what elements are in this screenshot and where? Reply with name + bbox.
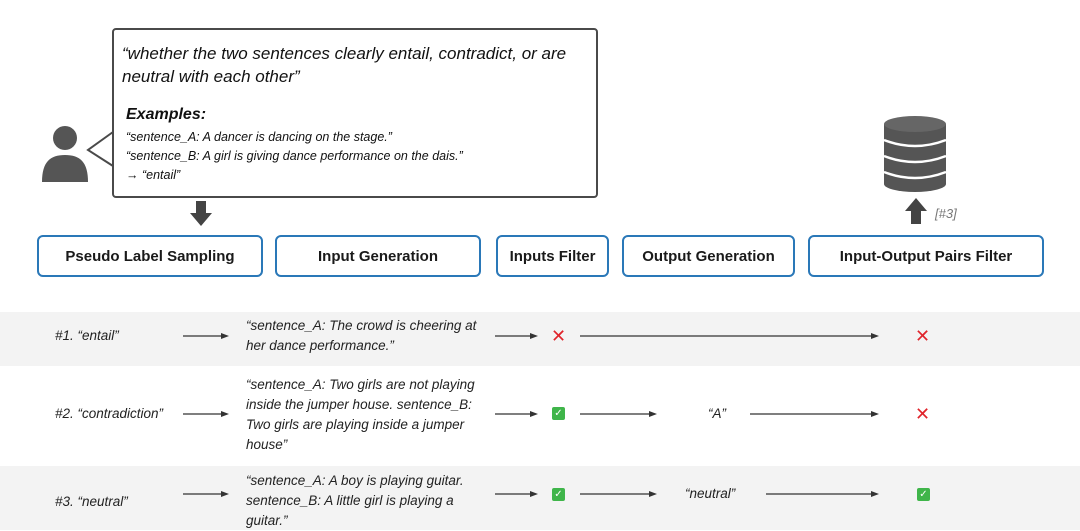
generated-output: “A” bbox=[708, 406, 726, 421]
row-label: #1. “entail” bbox=[55, 328, 119, 343]
instruction-text: “whether the two sentences clearly entai… bbox=[122, 44, 567, 86]
database-icon bbox=[883, 116, 947, 192]
row-band-1 bbox=[0, 312, 1080, 366]
db-step-note: [#3] bbox=[935, 206, 957, 221]
example-line: “sentence_B: A girl is giving dance perf… bbox=[126, 149, 463, 163]
instruction-bubble: “whether the two sentences clearly entai… bbox=[112, 28, 598, 198]
stage-input-output-pairs-filter: Input-Output Pairs Filter bbox=[808, 235, 1044, 277]
stage-output-generation: Output Generation bbox=[622, 235, 795, 277]
example-line: “sentence_A: A dancer is dancing on the … bbox=[126, 130, 392, 144]
down-arrow-icon bbox=[190, 201, 212, 226]
generated-output: “neutral” bbox=[685, 486, 736, 501]
stage-inputs-filter: Inputs Filter bbox=[496, 235, 609, 277]
cross-icon: ✕ bbox=[915, 404, 931, 424]
cross-icon: ✕ bbox=[915, 326, 931, 346]
cross-icon: ✕ bbox=[551, 326, 567, 346]
generated-input: “sentence_A: Two girls are not playing i… bbox=[246, 377, 475, 452]
row-label: #2. “contradiction” bbox=[55, 406, 164, 421]
row-label: #3. “neutral” bbox=[55, 494, 128, 509]
row-band-3 bbox=[0, 466, 1080, 530]
stage-pseudo-label-sampling: Pseudo Label Sampling bbox=[37, 235, 263, 277]
examples-title: Examples: bbox=[126, 106, 207, 123]
up-arrow-icon bbox=[905, 198, 927, 224]
check-icon: ✓ bbox=[552, 407, 565, 420]
generated-input: “sentence_A: A boy is playing guitar. se… bbox=[246, 473, 464, 528]
check-icon: ✓ bbox=[552, 488, 565, 501]
check-icon: ✓ bbox=[917, 488, 930, 501]
generated-input: “sentence_A: The crowd is cheering at he… bbox=[246, 318, 477, 353]
example-line: → “entail” bbox=[126, 168, 181, 182]
stage-input-generation: Input Generation bbox=[275, 235, 481, 277]
user-icon bbox=[42, 126, 88, 182]
